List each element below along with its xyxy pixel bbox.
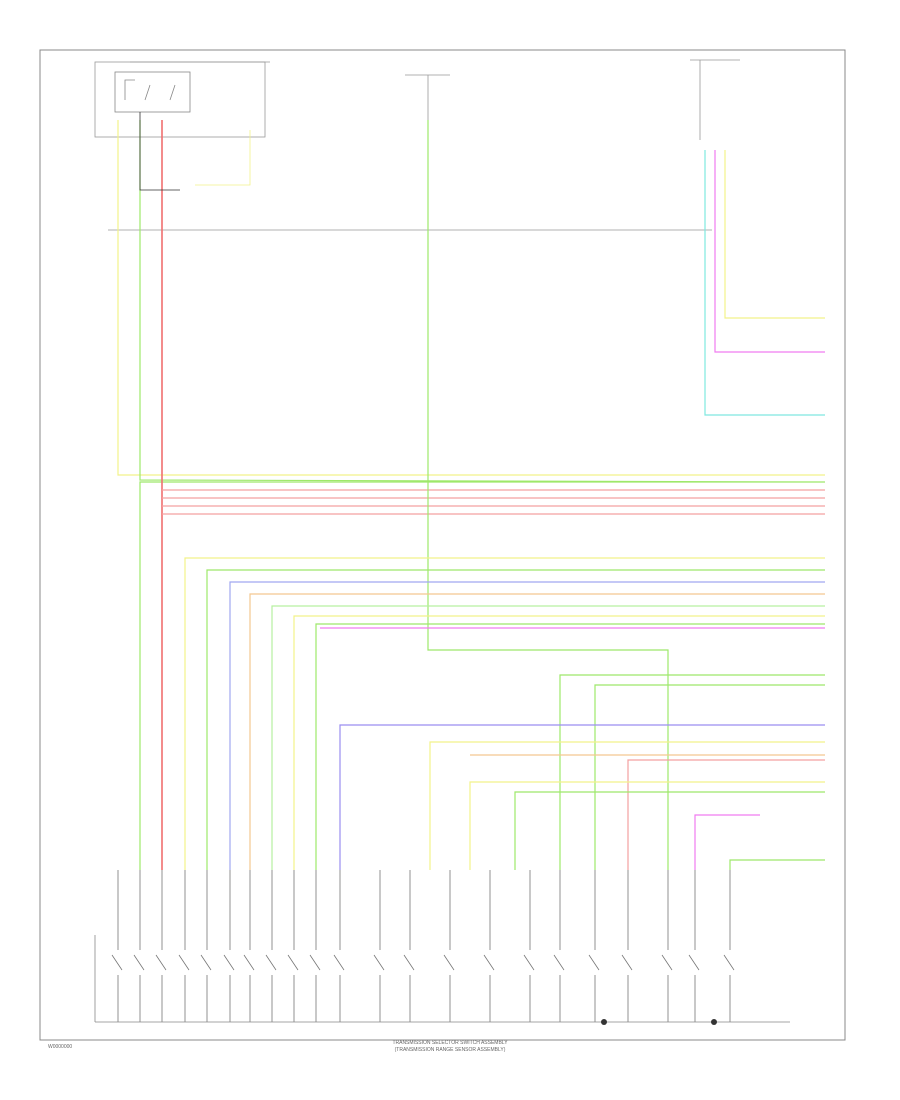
switch-contact-17	[553, 870, 565, 1022]
switch-contact-16	[523, 870, 535, 1022]
wire-cyan-right	[704, 150, 825, 416]
switch-contact-18	[588, 870, 600, 1022]
wire-yellow-6	[469, 781, 825, 870]
wire-green-3	[315, 623, 825, 870]
switch-contact-1	[111, 870, 123, 1022]
switch-contact-15	[483, 870, 495, 1022]
caption-line-2: (TRANSMISSION RANGE SENSOR ASSEMBLY)	[394, 1047, 506, 1053]
center-connector	[405, 74, 450, 120]
wire-magenta-right	[714, 150, 825, 353]
switch-contact-4	[178, 870, 190, 1022]
switch-contact-19	[621, 870, 633, 1022]
wire-yellow-main	[117, 120, 825, 476]
wire-green-center	[427, 120, 669, 870]
wire-yellow-top	[195, 130, 251, 186]
wire-black-top	[139, 112, 180, 191]
wire-green-5	[594, 684, 825, 870]
wire-yellow-3	[293, 615, 825, 870]
switch-contact-10	[309, 870, 321, 1022]
wire-green-6	[514, 791, 825, 870]
switch-contact-2	[133, 870, 145, 1022]
switch-contact-13	[403, 870, 415, 1022]
wire-lightgreen-2	[271, 605, 825, 870]
wire-green-2	[206, 569, 825, 870]
right-connector	[690, 59, 740, 140]
switch-contact-20	[661, 870, 673, 1022]
switch-contact-9	[287, 870, 299, 1022]
wire-violet-1	[339, 724, 825, 870]
switch-contact-12	[373, 870, 385, 1022]
switch-contact-5	[200, 870, 212, 1022]
wire-blue-2	[229, 581, 825, 870]
switch-contact-7	[243, 870, 255, 1022]
switch-contact-11	[333, 870, 345, 1022]
wire-magenta-3	[694, 814, 760, 870]
relay-module	[94, 61, 270, 138]
diagram-caption: TRANSMISSION SELECTOR SWITCH ASSEMBLY (T…	[0, 1040, 900, 1054]
wire-yellow-right	[724, 150, 825, 319]
wire-green-7	[729, 859, 825, 870]
wire-green-main	[139, 120, 826, 870]
switch-contact-8	[265, 870, 277, 1022]
switch-contacts	[111, 870, 735, 1022]
switch-contact-22	[723, 870, 735, 1022]
wire-yellow-2	[184, 557, 825, 870]
diagram-frame	[39, 49, 846, 1041]
switch-contact-6	[223, 870, 235, 1022]
wire-yellow-4	[429, 741, 825, 870]
ground-node-1	[601, 1019, 607, 1025]
wire-green-4	[559, 674, 825, 870]
switch-contact-21	[688, 870, 700, 1022]
switch-contact-3	[155, 870, 167, 1022]
page-code: W0000000	[48, 1044, 73, 1050]
wire-harness	[117, 112, 826, 870]
switch-contact-14	[443, 870, 455, 1022]
wire-orange-2	[249, 593, 825, 870]
ground-node-2	[711, 1019, 717, 1025]
caption-line-1: TRANSMISSION SELECTOR SWITCH ASSEMBLY	[392, 1040, 508, 1046]
wire-pink-5	[627, 759, 825, 870]
